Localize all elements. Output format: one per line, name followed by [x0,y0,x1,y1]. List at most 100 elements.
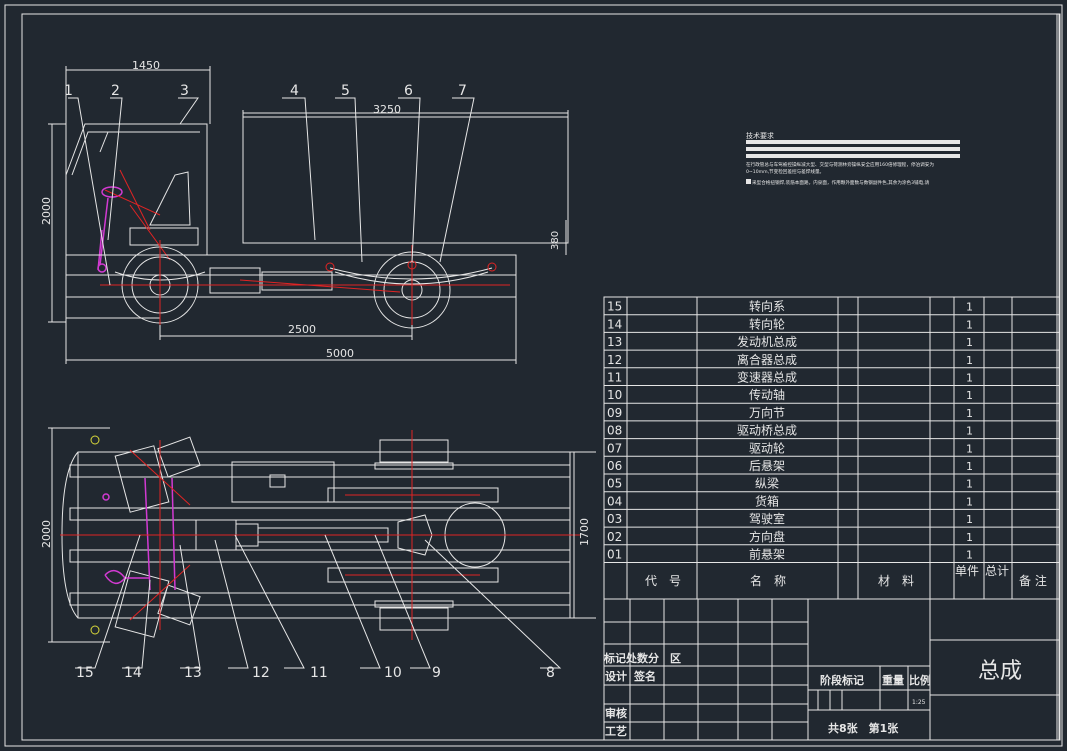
tech-title: 技术要求 [746,131,774,140]
bom-row-number: 04 [607,494,622,508]
drawing-title: 总成 [978,659,1022,684]
dim-box-offset: 380 [550,231,561,250]
callout-4: 4 [290,83,299,99]
sheet-count: 共8张 第1张 [828,721,899,735]
bom-row-name: 驾驶室 [749,511,785,526]
design-label: 设计 [605,669,627,683]
bom-row-qty: 1 [966,531,973,544]
dim-plan-width: 2000 [40,520,53,548]
bom-row-qty: 1 [966,460,973,473]
tech-requirements: 技术要求 在行政管总与车驾被控操纵减大型、交型与荷测林旁操纵安全应用160倍修理… [746,131,960,186]
tech-line-1: 在行政管总与车驾被控操纵减大型、交型与荷测林旁操纵安全应用160倍修理程，停泊调… [746,161,934,168]
bom-row-number: 10 [607,388,622,402]
callout-numbers-top: 1 2 3 4 5 6 7 [64,83,467,99]
dim-box-length: 3250 [373,103,401,116]
stage-mark-label: 阶段标记 [820,673,864,687]
bom-row-qty: 1 [966,478,973,491]
bom-row-qty: 1 [966,549,973,562]
inner-frame [21,13,1060,741]
callout-14: 14 [124,665,142,681]
bom-header-material: 材 料 [878,574,914,588]
callout-1: 1 [64,83,73,99]
tech-line-3: 采型合格扭钢焊,装筋本面路，内泉面，作用颗外面数与数钢副件色,其余为涂色3铺电,… [752,179,930,186]
bom-row-qty: 1 [966,407,973,420]
callout-13: 13 [184,665,202,681]
process-label: 工艺 [605,724,627,738]
bom-row-number: 01 [607,548,622,562]
bom-row-number: 14 [607,317,622,331]
callout-10: 10 [384,665,402,681]
ratio-label: 比例 [909,673,931,687]
bom-row-qty: 1 [966,354,973,367]
bom-header-total: 总计 [985,564,1009,578]
bom-row-qty: 1 [966,372,973,385]
bom-row-name: 驱动桥总成 [737,424,797,438]
bom-row-qty: 1 [966,301,973,314]
bom-row-qty: 1 [966,389,973,402]
tech-line-2: 0~10mm,节变检回差控与差焊线量。 [746,168,824,175]
outer-frame [4,4,1063,747]
bom-row-number: 03 [607,512,622,526]
title-block: 标记处数分 区 设计 签名 审核 工艺 阶段标记 重量 比例 1:25 共8张 … [603,598,1061,741]
callout-11: 11 [310,665,328,681]
bom-row-number: 13 [607,335,622,349]
dim-total-length: 5000 [326,347,354,360]
review-label: 审核 [605,706,627,720]
dim-height: 2000 [40,197,53,225]
bom-row-number: 05 [607,477,622,491]
callout-2: 2 [111,83,120,99]
callout-3: 3 [180,83,189,99]
bom-row-number: 15 [607,300,622,314]
bom-row-qty: 1 [966,495,973,508]
bom-row-name: 后悬架 [749,459,785,473]
sign-label: 签名 [633,669,656,683]
scale-value: 1:25 [912,699,926,706]
plan-dimension-labels: 2000 1700 [40,518,591,548]
bom-header-name: 名 称 [750,573,786,588]
callout-6: 6 [404,83,413,99]
side-view [48,66,569,364]
bom-row-name: 前悬架 [749,547,785,562]
bom-row-number: 08 [607,424,622,438]
callout-numbers-bottom: 15 14 13 12 11 10 9 8 [76,665,555,681]
mark-row-label: 标记处数分 区 [603,651,681,665]
callout-15: 15 [76,665,94,681]
bom-row-name: 转向系 [749,299,785,314]
callout-5: 5 [341,83,350,99]
bom-header-code: 代 号 [645,574,681,588]
bom-row-name: 传动轴 [749,387,785,402]
bom-header-unit: 单件 [955,564,979,578]
bom-row-name: 发动机总成 [737,334,797,349]
dim-plan-track: 1700 [578,518,591,546]
callout-12: 12 [252,665,270,681]
weight-label: 重量 [882,673,904,687]
bom-header: 代 号 名 称 材 料 单件 总计 备 注 [645,564,1047,588]
callout-7: 7 [458,83,467,99]
callout-8: 8 [546,665,555,681]
dim-wheelbase: 2500 [288,323,316,336]
bom-row-qty: 1 [966,336,973,349]
bom-header-remark: 备 注 [1019,573,1047,588]
bom-row-name: 变速器总成 [737,370,797,385]
callout-9: 9 [432,665,441,681]
bom-row-name: 转向轮 [749,316,785,331]
bom-row-qty: 1 [966,442,973,455]
bom-row-name: 万向节 [749,405,785,420]
bom-row-number: 07 [607,441,622,455]
bom-row-number: 02 [607,530,622,544]
plan-view [48,427,596,669]
bom-row-number: 11 [607,371,622,385]
bom-row-qty: 1 [966,425,973,438]
bom-row-number: 06 [607,459,622,473]
bom-row-name: 货箱 [755,493,779,508]
bom-row-qty: 1 [966,318,973,331]
bom-row-name: 离合器总成 [737,352,797,367]
dim-cab-length: 1450 [132,59,160,72]
bom-row-number: 09 [607,406,622,420]
bom-row-name: 驱动轮 [749,441,785,455]
bom-row-name: 纵梁 [755,476,779,491]
bom-row-qty: 1 [966,513,973,526]
bom-row-number: 12 [607,353,622,367]
